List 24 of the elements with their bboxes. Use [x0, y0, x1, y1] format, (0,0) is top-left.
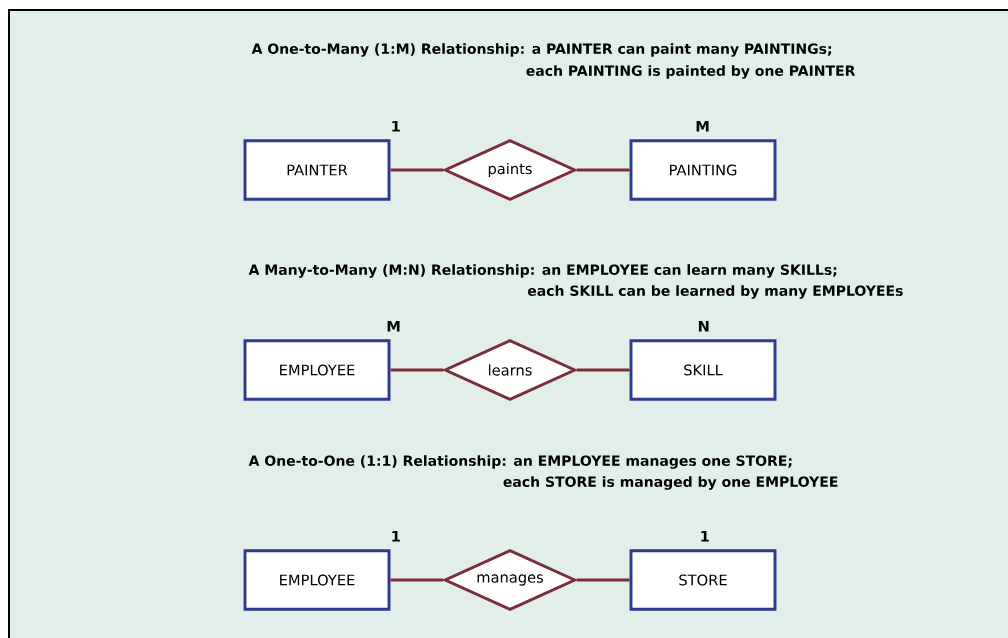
connector-line [390, 578, 444, 582]
entity-box: STORE [629, 549, 777, 611]
cardinality-label: M [387, 320, 400, 332]
heading-text: each SKILL can be learned by many EMPLOYEEs [527, 285, 903, 299]
entity-box: PAINTER [243, 139, 391, 201]
heading-text: each STORE is managed by one EMPLOYEE [503, 476, 838, 490]
heading-text: A Many-to-Many (M:N) Relationship: an EMPLOYEE can learn many SKILLs; [248, 264, 837, 278]
entity-box: SKILL [629, 339, 777, 401]
cardinality-label: 1 [701, 530, 709, 542]
connector-line [390, 168, 444, 172]
cardinality-label: N [698, 320, 709, 332]
heading-text: A One-to-One (1:1) Relationship: an EMPLOYEE manages one STORE; [248, 455, 792, 469]
cardinality-label: 1 [392, 530, 400, 542]
entity-box: PAINTING [629, 139, 777, 201]
cardinality-label: M [696, 120, 709, 132]
entity-box: EMPLOYEE [243, 549, 391, 611]
connector-line [576, 578, 630, 582]
connector-line [390, 368, 444, 372]
connector-line [576, 368, 630, 372]
cardinality-label: 1 [392, 120, 400, 132]
entity-box: EMPLOYEE [243, 339, 391, 401]
connector-line [576, 168, 630, 172]
heading-text: each PAINTING is painted by one PAINTER [526, 65, 856, 79]
heading-text: A One-to-Many (1:M) Relationship: a PAINTER can paint many PAINTINGs; [251, 43, 832, 57]
